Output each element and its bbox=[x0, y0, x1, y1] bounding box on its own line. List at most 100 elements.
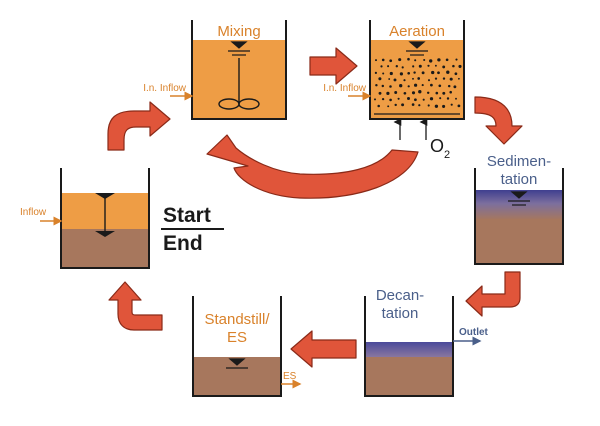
tank-fill: Inflow bbox=[20, 168, 150, 269]
air-bubble bbox=[399, 72, 403, 76]
air-bubble bbox=[438, 84, 442, 88]
air-bubble bbox=[455, 97, 457, 100]
air-bubble bbox=[389, 85, 392, 88]
air-bubble bbox=[450, 103, 453, 106]
air-bubble bbox=[374, 71, 378, 75]
tank-standstill: Standstill/ ES ES bbox=[192, 296, 302, 397]
tank-sedimentation: Sedimen- tation bbox=[474, 153, 564, 265]
decantation-title-2: tation bbox=[382, 305, 419, 322]
air-bubble bbox=[380, 65, 383, 68]
sedimentation-title-1: Sedimen- bbox=[487, 153, 551, 170]
air-bubble bbox=[403, 79, 406, 82]
air-bubble bbox=[426, 91, 430, 95]
tank-mixing: Mixing I.n. Inflow bbox=[143, 20, 287, 120]
air-bubble bbox=[427, 104, 430, 107]
standstill-es-label: ES bbox=[283, 371, 297, 382]
air-bubble bbox=[414, 59, 417, 62]
air-bubble bbox=[386, 91, 390, 96]
end-label: End bbox=[163, 232, 203, 255]
air-bubble bbox=[411, 91, 416, 95]
air-bubble bbox=[412, 77, 414, 80]
water-level-icon bbox=[406, 41, 428, 56]
air-bubble bbox=[378, 91, 382, 95]
air-bubble bbox=[427, 64, 430, 67]
air-bubble bbox=[413, 71, 416, 74]
air-bubble bbox=[417, 77, 421, 80]
air-bubble bbox=[434, 64, 437, 67]
air-bubble bbox=[411, 103, 415, 106]
air-bubble bbox=[439, 97, 442, 100]
sedimentation-title-2: tation bbox=[501, 171, 538, 188]
air-bubble bbox=[445, 58, 449, 62]
air-bubble bbox=[412, 65, 415, 68]
air-bubble bbox=[423, 58, 426, 62]
air-bubble bbox=[414, 98, 417, 102]
air-bubble bbox=[429, 59, 433, 63]
arrow-fill-to-mixing bbox=[107, 101, 171, 151]
air-bubble bbox=[378, 77, 382, 81]
air-bubbles-icon bbox=[373, 57, 462, 108]
air-bubble bbox=[407, 97, 410, 100]
air-bubble bbox=[387, 65, 390, 68]
air-bubble bbox=[381, 84, 385, 88]
air-bubble bbox=[453, 85, 457, 89]
air-bubble bbox=[394, 103, 397, 107]
decantation-sludge bbox=[366, 357, 452, 395]
start-end-marker: Start End bbox=[161, 204, 224, 255]
air-bubble bbox=[434, 77, 438, 80]
oxygen-subscript: 2 bbox=[444, 149, 450, 161]
fill-inflow-label: Inflow bbox=[20, 207, 47, 218]
air-bubble bbox=[446, 97, 450, 100]
air-bubble bbox=[393, 78, 397, 82]
arrow-sedimentation-to-decantation bbox=[465, 271, 521, 317]
air-bubble bbox=[429, 97, 434, 101]
air-bubble bbox=[449, 77, 453, 81]
aeration-liquid bbox=[371, 40, 463, 118]
air-bubble bbox=[435, 91, 439, 95]
tank-decantation: Decan- tation Outlet bbox=[364, 287, 489, 397]
decantation-title-1: Decan- bbox=[376, 287, 424, 304]
air-bubble bbox=[399, 84, 403, 88]
air-bubble bbox=[430, 83, 433, 87]
air-bubble bbox=[442, 65, 446, 69]
air-bubble bbox=[395, 65, 398, 68]
standstill-title-1: Standstill/ bbox=[204, 311, 270, 328]
cycle-arrow-icon bbox=[206, 134, 419, 199]
aeration-title: Aeration bbox=[389, 23, 445, 40]
air-bubble bbox=[381, 97, 385, 101]
air-bubble bbox=[434, 104, 439, 108]
air-bubble bbox=[414, 83, 418, 87]
aeration-inflow-label: I.n. Inflow bbox=[323, 83, 367, 94]
air-bubble bbox=[418, 90, 422, 94]
air-bubble bbox=[382, 72, 385, 75]
air-bubble bbox=[458, 77, 460, 80]
air-bubble bbox=[394, 91, 398, 94]
arrow-decantation-to-standstill bbox=[290, 330, 357, 368]
oxygen-label: O bbox=[430, 136, 444, 156]
air-bubble bbox=[442, 104, 446, 108]
air-bubble bbox=[457, 104, 461, 108]
water-level-icon bbox=[508, 191, 530, 206]
air-bubble bbox=[421, 71, 425, 75]
air-bubble bbox=[442, 77, 446, 80]
arrow-mixing-to-aeration bbox=[309, 47, 358, 85]
air-bubble bbox=[407, 85, 410, 88]
mixer-icon bbox=[218, 58, 260, 110]
air-bubble bbox=[437, 71, 440, 75]
arrow-standstill-to-fill bbox=[108, 281, 163, 331]
sedimentation-sludge bbox=[476, 219, 562, 263]
air-bubble bbox=[452, 64, 455, 68]
air-bubble bbox=[387, 105, 390, 108]
air-bubble bbox=[437, 58, 441, 62]
air-bubble bbox=[397, 97, 400, 100]
air-bubble bbox=[447, 84, 451, 88]
decantation-supernatant bbox=[366, 342, 452, 358]
air-bubble bbox=[421, 84, 424, 87]
water-level-icon bbox=[228, 41, 250, 56]
standstill-title-2: ES bbox=[227, 329, 247, 346]
mixing-title: Mixing bbox=[217, 23, 260, 40]
start-label: Start bbox=[163, 204, 211, 227]
air-bubble bbox=[373, 98, 377, 101]
air-bubble bbox=[454, 72, 458, 76]
